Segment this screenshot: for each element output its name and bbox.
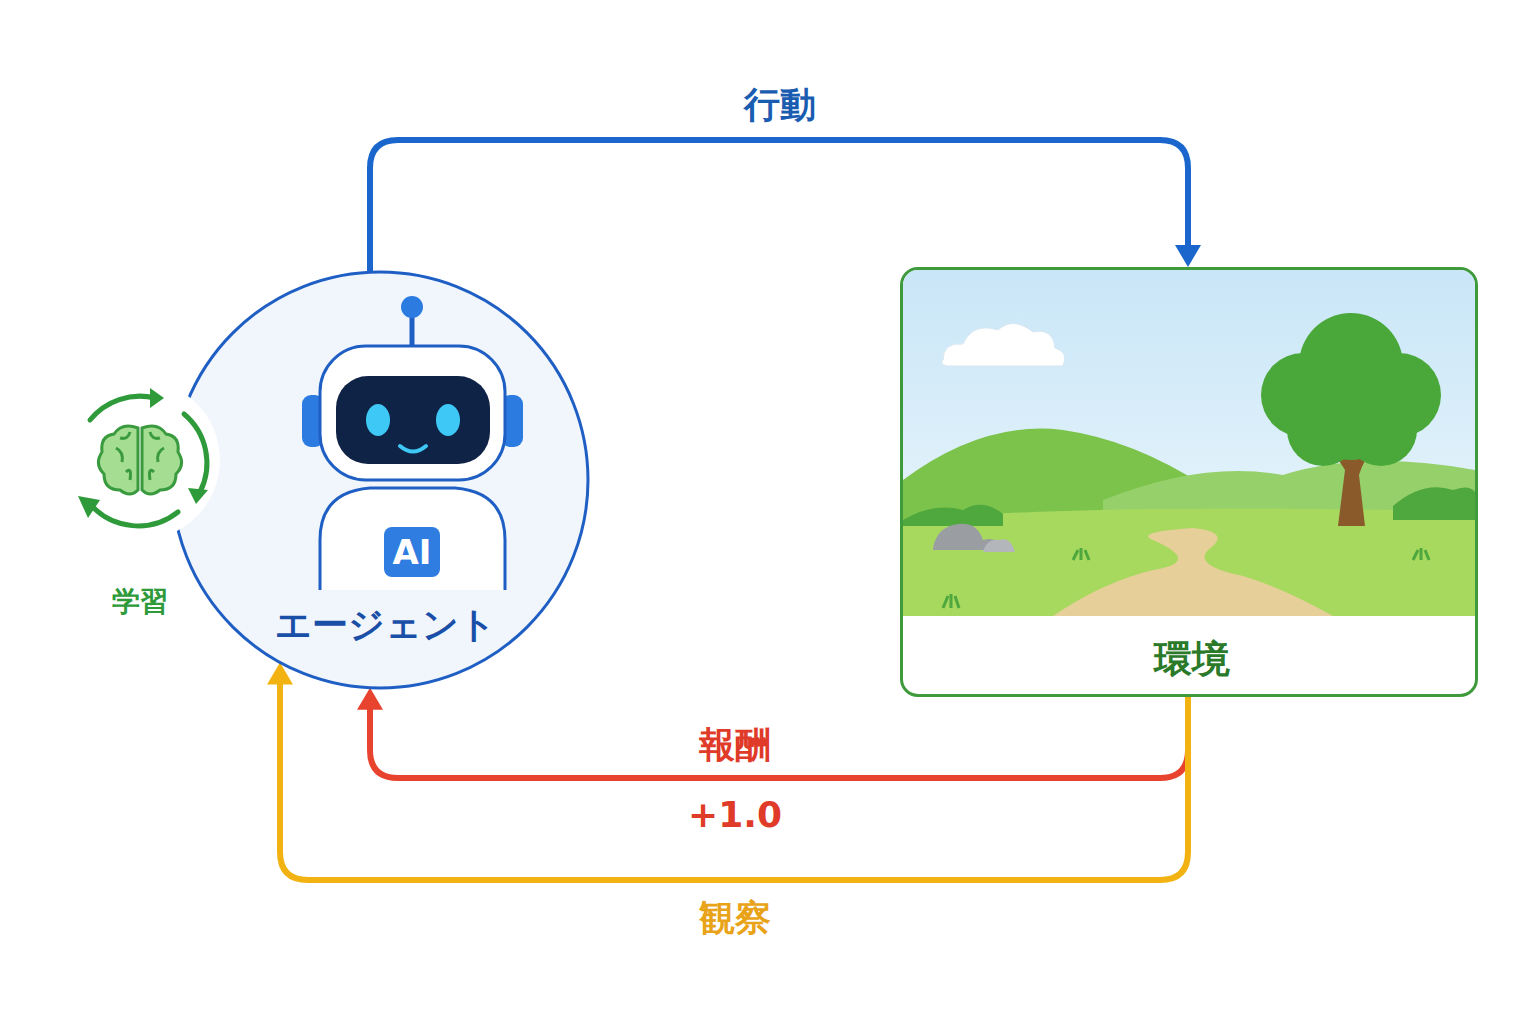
- node-label: エージェント: [275, 603, 496, 646]
- illustration-part: [336, 376, 490, 464]
- illustration-part: [366, 404, 390, 436]
- connector-line: [370, 140, 1188, 272]
- node-label: 学習: [112, 585, 168, 619]
- illustration-part: [942, 323, 1065, 366]
- flow-arrow: [357, 688, 1188, 778]
- illustration-part: [90, 504, 178, 526]
- edge-label: 報酬: [693, 723, 777, 766]
- illustration-part: [142, 426, 182, 494]
- node-label: 環境: [1154, 637, 1230, 683]
- illustration-part: [436, 404, 460, 436]
- illustration-part: [188, 488, 208, 504]
- arrow-head: [357, 688, 383, 710]
- illustration-part: [1393, 487, 1475, 520]
- edge-label: 行動: [738, 83, 822, 126]
- reward-value: +1.0: [682, 793, 788, 836]
- ai-badge: AI: [384, 527, 441, 578]
- illustration-part: [943, 594, 959, 608]
- illustration-part: [983, 539, 1015, 552]
- illustration-part: [98, 426, 138, 494]
- illustration-part: [400, 446, 426, 452]
- illustration-part: [1301, 360, 1401, 460]
- illustration-part: [320, 346, 505, 480]
- illustration-part: [150, 388, 164, 408]
- illustration-part: [903, 505, 1003, 526]
- illustration-part: [184, 414, 207, 492]
- learning-icon: 学習: [60, 380, 220, 630]
- landscape-illustration: [903, 270, 1475, 616]
- learning-icon: [60, 380, 220, 580]
- robot-illustration: [302, 296, 523, 590]
- illustration-part: [903, 270, 1475, 616]
- illustration-part: [1053, 528, 1333, 616]
- illustration-part: [1073, 548, 1089, 560]
- illustration-part: [78, 388, 208, 518]
- agent-circle: エージェント AI: [170, 270, 590, 690]
- illustration-part: [1261, 313, 1441, 466]
- illustration-part: [943, 548, 1429, 608]
- illustration-part: [320, 488, 505, 590]
- illustration-part: [90, 396, 155, 420]
- illustration-part: [401, 296, 423, 318]
- illustration-part: [78, 496, 100, 518]
- illustration-part: [172, 272, 588, 688]
- edge-label: 観察: [693, 896, 777, 939]
- connector-line: [280, 682, 1188, 880]
- illustration-part: [1413, 548, 1429, 560]
- brain-symbol: [98, 426, 181, 494]
- illustration-part: [410, 315, 415, 346]
- flow-arrow: [370, 140, 1201, 272]
- arrow-head: [1175, 245, 1201, 267]
- badge-text: AI: [393, 532, 432, 573]
- illustration-part: [116, 432, 164, 480]
- illustration-part: [60, 380, 220, 540]
- connector-line: [370, 697, 1188, 778]
- environment-box: 環境: [900, 267, 1478, 697]
- illustration-part: [90, 396, 207, 526]
